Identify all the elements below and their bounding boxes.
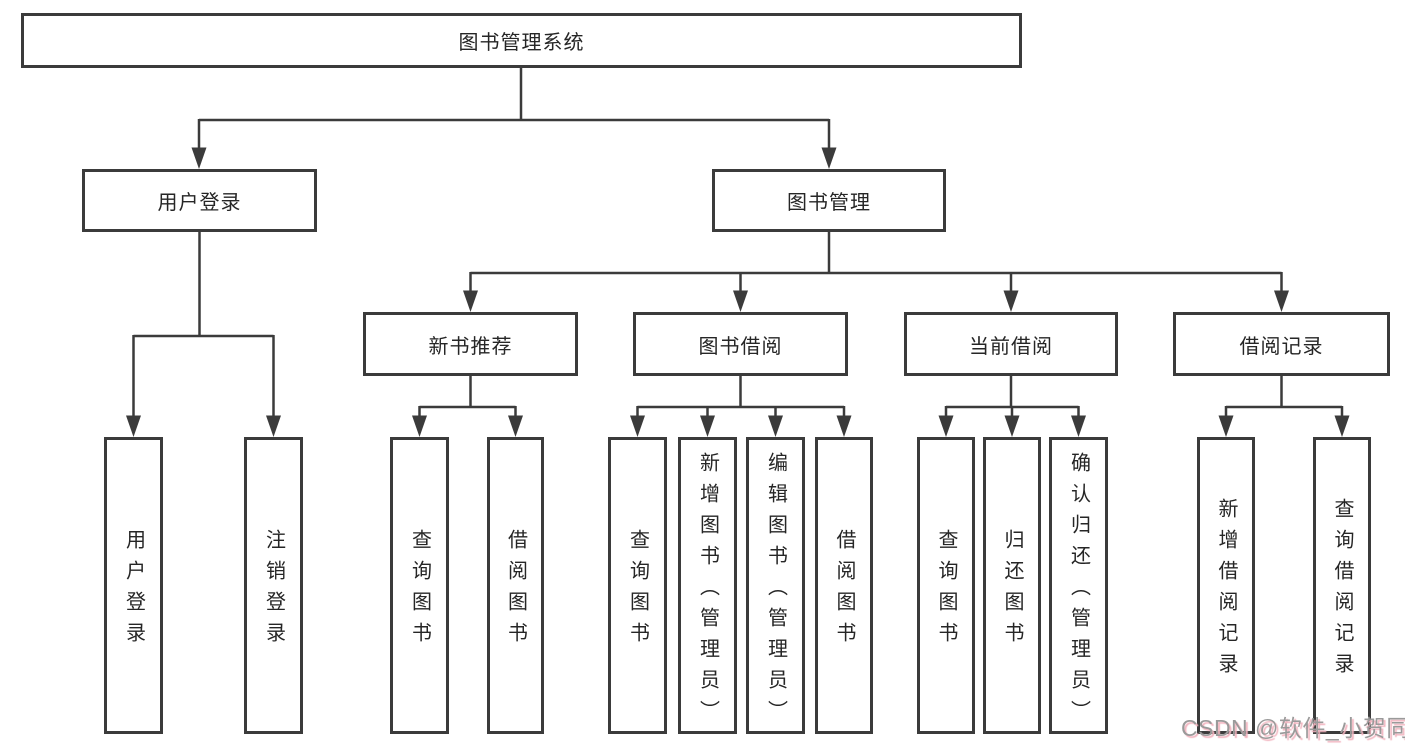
node-current-borrow: 当前借阅	[904, 312, 1118, 376]
node-book-borrow: 图书借阅	[633, 312, 848, 376]
connector-borrow-to-leaves	[636, 376, 846, 419]
node-book-borrow-label: 图书借阅	[698, 335, 783, 358]
leaf-add-book-admin: 新增图书（管理员）	[678, 437, 737, 734]
leaf-return-book-label: 归还图书	[1001, 529, 1023, 653]
arrow-down-icon	[1218, 415, 1234, 437]
leaf-add-borrow-record: 新增借阅记录	[1197, 437, 1255, 734]
node-borrow-records: 借阅记录	[1173, 312, 1390, 376]
leaf-current-query-books-label: 查询图书	[935, 529, 957, 653]
leaf-confirm-return-admin-label: 确认归还（管理员）	[1067, 451, 1090, 731]
connector-root-to-level2	[197, 68, 831, 150]
arrow-down-icon	[1003, 290, 1019, 312]
node-root: 图书管理系统	[21, 13, 1022, 68]
leaf-borrow-query-books: 查询图书	[608, 437, 667, 734]
arrow-down-icon	[700, 415, 715, 437]
leaf-query-borrow-record: 查询借阅记录	[1313, 437, 1371, 734]
leaf-query-borrow-record-label: 查询借阅记录	[1331, 498, 1353, 684]
arrow-down-icon	[126, 415, 141, 437]
leaf-newbook-query-books-label: 查询图书	[408, 529, 431, 653]
leaf-newbook-borrow-books: 借阅图书	[487, 437, 544, 734]
leaf-borrow-query-books-label: 查询图书	[626, 529, 649, 653]
arrow-down-icon	[1274, 290, 1289, 312]
connector-current-to-leaves	[944, 376, 1080, 419]
arrow-down-icon	[508, 415, 523, 437]
arrow-down-icon	[768, 415, 783, 437]
node-current-borrow-label: 当前借阅	[969, 335, 1053, 358]
node-new-book-recommend-label: 新书推荐	[428, 335, 513, 358]
node-user-login: 用户登录	[82, 169, 317, 232]
leaf-add-book-admin-label: 新增图书（管理员）	[696, 451, 719, 731]
node-book-management-label: 图书管理	[787, 192, 871, 214]
csdn-watermark: CSDN @软件_小贺同学	[1181, 715, 1405, 741]
leaf-borrow-borrow-books: 借阅图书	[815, 437, 873, 734]
arrow-down-icon	[1334, 415, 1350, 437]
leaf-return-book: 归还图书	[983, 437, 1041, 734]
arrow-down-icon	[733, 290, 748, 312]
arrow-down-icon	[938, 415, 954, 437]
node-user-login-label: 用户登录	[157, 192, 242, 214]
leaf-logout-label: 注销登录	[262, 529, 285, 653]
node-root-label: 图书管理系统	[458, 32, 585, 54]
node-book-management: 图书管理	[712, 169, 946, 232]
leaf-user-login-label: 用户登录	[122, 529, 145, 653]
leaf-current-query-books: 查询图书	[917, 437, 975, 734]
leaf-borrow-borrow-books-label: 借阅图书	[833, 529, 855, 653]
connector-management-to-level3	[469, 232, 1283, 293]
arrow-down-icon	[630, 415, 645, 437]
leaf-user-login: 用户登录	[104, 437, 163, 734]
arrow-down-icon	[412, 415, 427, 437]
leaf-edit-book-admin: 编辑图书（管理员）	[746, 437, 805, 734]
arrow-down-icon	[266, 415, 281, 437]
node-borrow-records-label: 借阅记录	[1239, 335, 1324, 358]
arrow-down-icon	[191, 147, 207, 169]
connector-records-to-leaves	[1224, 376, 1344, 419]
leaf-logout: 注销登录	[244, 437, 303, 734]
arrow-down-icon	[1071, 415, 1086, 437]
arrow-down-icon	[1004, 415, 1020, 437]
connector-login-to-leaves	[132, 232, 275, 419]
leaf-add-borrow-record-label: 新增借阅记录	[1215, 498, 1237, 684]
leaf-edit-book-admin-label: 编辑图书（管理员）	[764, 451, 787, 731]
arrow-down-icon	[463, 290, 478, 312]
leaf-confirm-return-admin: 确认归还（管理员）	[1049, 437, 1108, 734]
leaf-newbook-borrow-books-label: 借阅图书	[504, 529, 527, 653]
leaf-newbook-query-books: 查询图书	[390, 437, 449, 734]
node-new-book-recommend: 新书推荐	[363, 312, 578, 376]
connector-newbook-to-leaves	[418, 376, 517, 419]
arrow-down-icon	[821, 147, 837, 169]
arrow-down-icon	[836, 415, 852, 437]
